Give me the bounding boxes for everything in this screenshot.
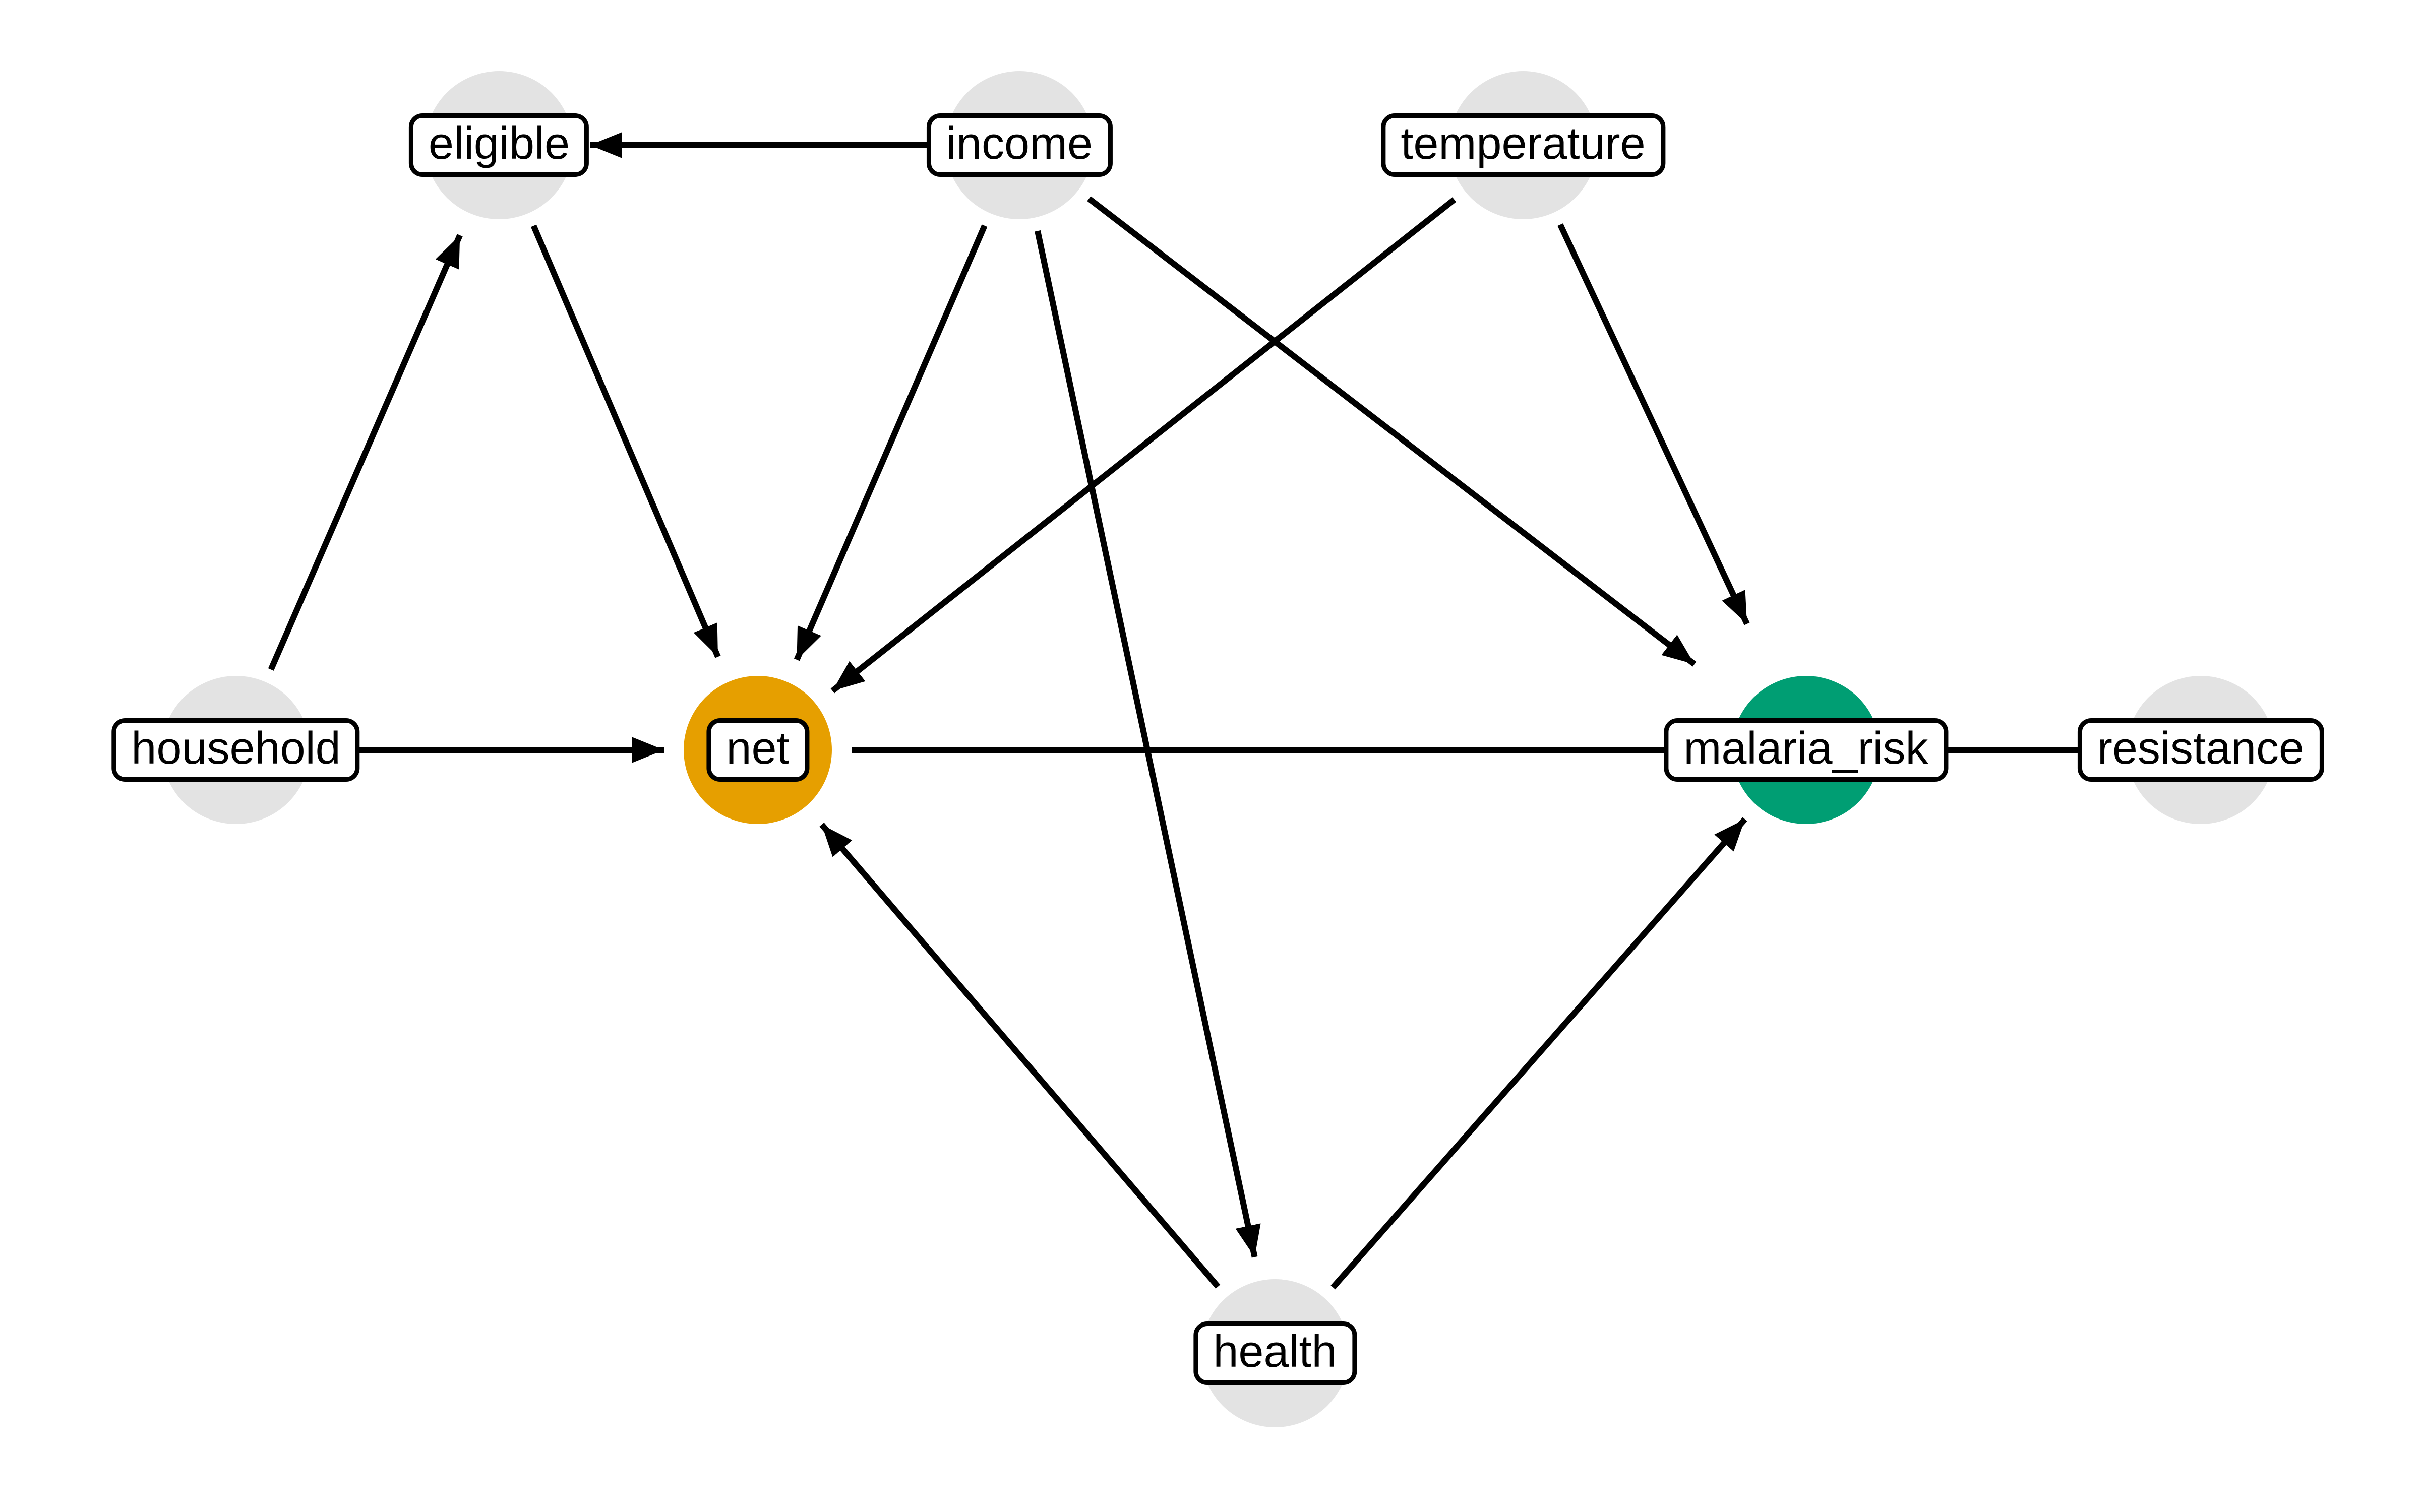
edge-eligible-to-net bbox=[530, 224, 721, 658]
node-label-net: net bbox=[706, 718, 809, 782]
node-label-health: health bbox=[1193, 1321, 1357, 1385]
node-label-resistance: resistance bbox=[2077, 718, 2324, 782]
node-label-temperature: temperature bbox=[1381, 113, 1665, 177]
edge-household-to-eligible bbox=[268, 234, 463, 671]
edge-income-to-malaria_risk bbox=[1087, 196, 1697, 667]
edge-health-to-net bbox=[819, 823, 1221, 1289]
node-label-income: income bbox=[926, 113, 1113, 177]
edge-income-to-health bbox=[1035, 230, 1261, 1258]
edge-income-to-net bbox=[794, 224, 988, 661]
node-label-malaria_risk: malaria_risk bbox=[1664, 718, 1948, 782]
edge-temperature-to-net bbox=[830, 197, 1457, 694]
edge-health-to-malaria_risk bbox=[1330, 817, 1747, 1290]
node-label-household: household bbox=[111, 718, 360, 782]
edges-layer bbox=[268, 132, 2080, 1290]
node-label-eligible: eligible bbox=[408, 113, 590, 177]
edge-temperature-to-malaria_risk bbox=[1557, 223, 1750, 625]
